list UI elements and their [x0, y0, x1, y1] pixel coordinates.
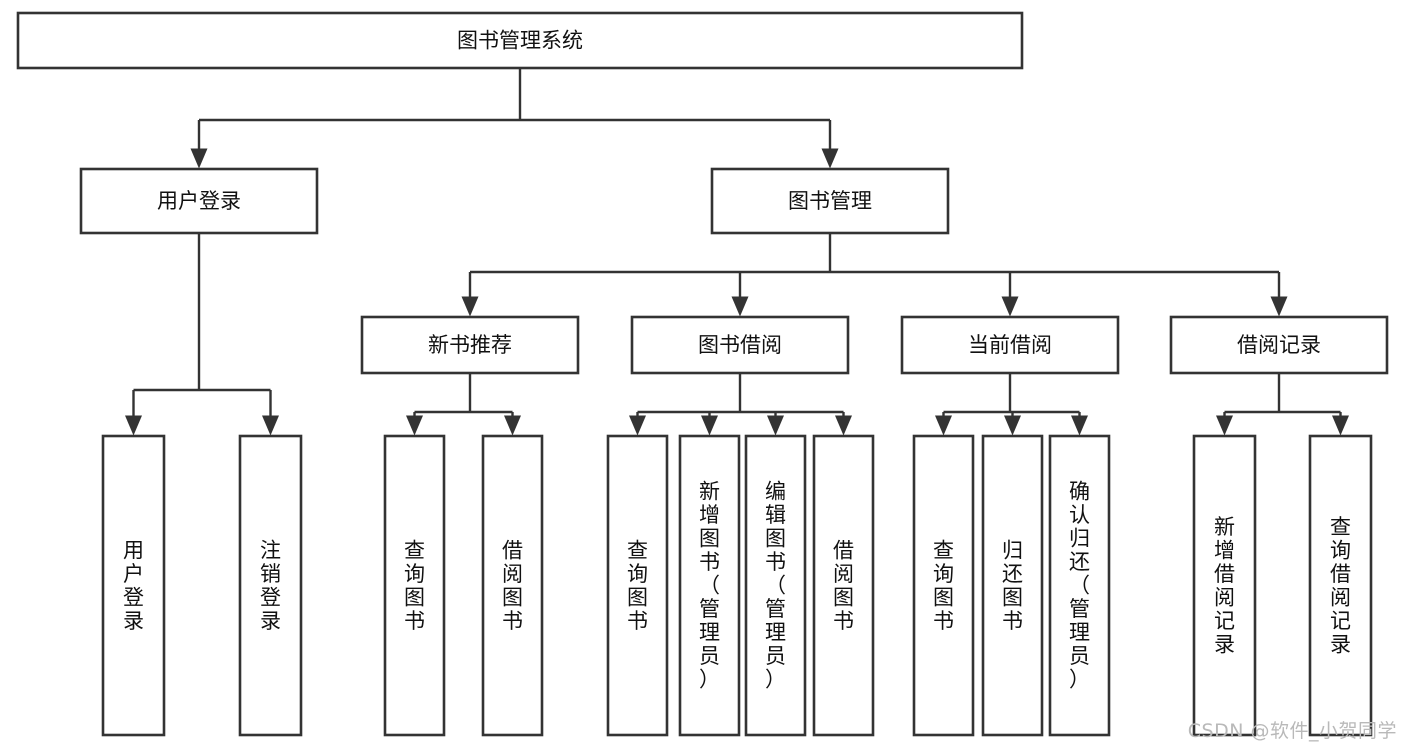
level3-node-2[interactable]: 当前借阅 — [900, 315, 1120, 375]
leaf-node-8-box — [912, 434, 975, 737]
leaf-node-11[interactable]: 新增借阅记录 — [1192, 434, 1257, 737]
level2-node-1-label: 图书管理 — [788, 189, 872, 213]
level3-node-2-label: 当前借阅 — [968, 333, 1052, 357]
leaf-node-10-label: 确认归还（管理员） — [1069, 480, 1090, 692]
connector-arrowhead — [504, 415, 521, 436]
level3-node-0-box — [360, 315, 580, 375]
leaf-node-0-box — [101, 434, 166, 737]
connector-arrowhead — [731, 296, 749, 317]
leaf-node-3[interactable]: 借阅图书 — [481, 434, 544, 737]
leaf-node-12-label: 查询借阅记录 — [1330, 515, 1351, 657]
leaf-node-11-box — [1192, 434, 1257, 737]
leaf-node-4-label: 查询图书 — [627, 538, 648, 633]
level3-node-1-label: 图书借阅 — [698, 333, 782, 357]
connector-arrowhead — [821, 148, 839, 169]
connector-arrowhead — [701, 415, 718, 436]
leaf-node-9-label: 归还图书 — [1002, 538, 1023, 633]
connector-arrowhead — [262, 415, 279, 436]
leaf-node-2-box — [383, 434, 446, 737]
connector-arrowhead — [767, 415, 784, 436]
connector-arrowhead — [125, 415, 142, 436]
connector-arrowhead — [1216, 415, 1233, 436]
leaf-node-11-label: 新增借阅记录 — [1214, 515, 1235, 657]
leaf-node-6-box — [744, 434, 807, 737]
leaf-node-3-label: 借阅图书 — [502, 538, 523, 633]
leaf-node-10-box — [1048, 434, 1111, 737]
connector-arrowhead — [835, 415, 852, 436]
connector-arrowhead — [629, 415, 646, 436]
level3-node-1[interactable]: 图书借阅 — [630, 315, 850, 375]
leaf-node-7[interactable]: 借阅图书 — [812, 434, 875, 737]
node-root-e59bbee4b9a6e7aea1e79086e7b3bbe7bb9f-label: 图书管理系统 — [457, 29, 583, 53]
leaf-node-5-label: 新增图书（管理员） — [699, 480, 720, 692]
level2-node-0[interactable]: 用户登录 — [79, 167, 319, 235]
leaf-node-0[interactable]: 用户登录 — [101, 434, 166, 737]
leaf-node-0-label: 用户登录 — [123, 538, 144, 633]
node-root-e59bbee4b9a6e7aea1e79086e7b3bbe7bb9f-box — [16, 11, 1024, 70]
leaf-node-2[interactable]: 查询图书 — [383, 434, 446, 737]
connector-arrowhead — [461, 296, 479, 317]
connector-arrowhead — [1001, 296, 1019, 317]
leaf-node-12[interactable]: 查询借阅记录 — [1308, 434, 1373, 737]
leaf-node-4[interactable]: 查询图书 — [606, 434, 669, 737]
leaf-node-12-box — [1308, 434, 1373, 737]
leaf-node-6[interactable]: 编辑图书（管理员） — [744, 434, 807, 737]
node-layer: 图书管理系统用户登录图书管理新书推荐图书借阅当前借阅借阅记录用户登录注销登录查询… — [16, 11, 1389, 737]
level3-node-3-box — [1169, 315, 1389, 375]
leaf-node-10[interactable]: 确认归还（管理员） — [1048, 434, 1111, 737]
leaf-node-5[interactable]: 新增图书（管理员） — [678, 434, 741, 737]
connector-arrowhead — [1071, 415, 1088, 436]
level3-node-0-label: 新书推荐 — [428, 333, 512, 357]
level2-node-1[interactable]: 图书管理 — [710, 167, 950, 235]
leaf-node-9-box — [981, 434, 1044, 737]
level2-node-1-box — [710, 167, 950, 235]
leaf-node-1-label: 注销登录 — [260, 538, 281, 633]
leaf-node-8-label: 查询图书 — [933, 538, 954, 633]
level3-node-2-box — [900, 315, 1120, 375]
connector-arrowhead — [190, 148, 208, 169]
level3-node-0[interactable]: 新书推荐 — [360, 315, 580, 375]
leaf-node-6-label: 编辑图书（管理员） — [765, 480, 786, 692]
connector-arrowhead — [1270, 296, 1288, 317]
level2-node-0-box — [79, 167, 319, 235]
node-root-e59bbee4b9a6e7aea1e79086e7b3bbe7bb9f[interactable]: 图书管理系统 — [16, 11, 1024, 70]
leaf-node-1-box — [238, 434, 303, 737]
leaf-node-7-label: 借阅图书 — [833, 538, 854, 633]
level2-node-0-label: 用户登录 — [157, 189, 241, 213]
leaf-node-5-box — [678, 434, 741, 737]
leaf-node-8[interactable]: 查询图书 — [912, 434, 975, 737]
leaf-node-4-box — [606, 434, 669, 737]
connector-arrowhead — [1004, 415, 1021, 436]
leaf-node-3-box — [481, 434, 544, 737]
level3-node-3[interactable]: 借阅记录 — [1169, 315, 1389, 375]
leaf-node-7-box — [812, 434, 875, 737]
leaf-node-1[interactable]: 注销登录 — [238, 434, 303, 737]
leaf-node-2-label: 查询图书 — [404, 538, 425, 633]
connector-arrowhead — [406, 415, 423, 436]
level3-node-1-box — [630, 315, 850, 375]
connector-arrowhead — [1332, 415, 1349, 436]
connector-layer — [125, 68, 1349, 436]
leaf-node-9[interactable]: 归还图书 — [981, 434, 1044, 737]
level3-node-3-label: 借阅记录 — [1237, 333, 1321, 357]
connector-arrowhead — [935, 415, 952, 436]
